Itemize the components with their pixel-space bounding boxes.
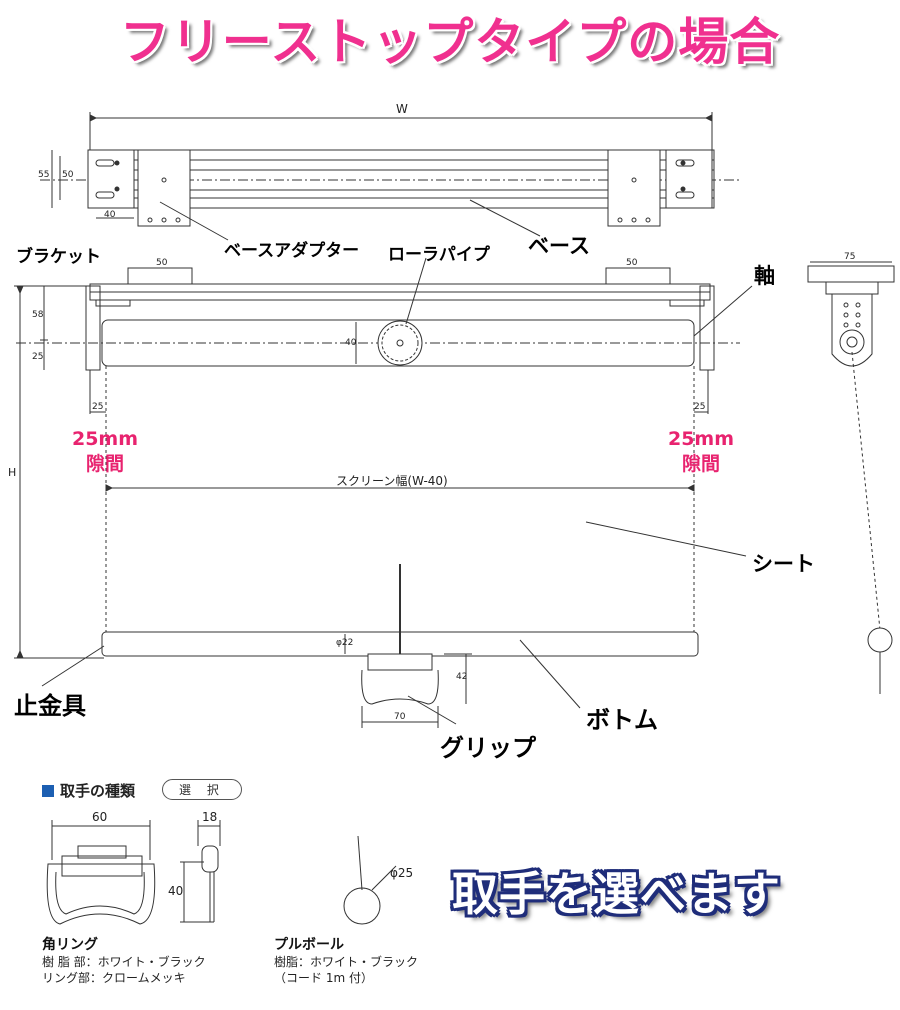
base-rail-top-view [40, 112, 740, 241]
dim-50: 50 [62, 170, 74, 180]
gap-left-label: 隙間 [85, 453, 124, 475]
dim-55: 55 [38, 170, 50, 180]
pull-ball-drawing [343, 835, 397, 925]
dim-pipe-40: 40 [345, 338, 357, 348]
square-ring-line2: リング部：クロームメッキ [42, 971, 186, 985]
dim-w: W [396, 102, 408, 116]
gap-right-label: 隙間 [681, 453, 720, 475]
dim-side-58: 58 [32, 310, 44, 320]
callout-grip: グリップ [440, 734, 536, 762]
front-view [14, 257, 753, 728]
callout-sheet: シート [752, 552, 815, 576]
callout-bracket: ブラケット [16, 247, 101, 267]
pull-ball-line2: （コード 1m 付） [274, 971, 373, 985]
square-ring-info: 角リング 樹 脂 部：ホワイト・ブラック リング部：クロームメッキ [42, 934, 206, 986]
square-ring-line1: 樹 脂 部：ホワイト・ブラック [42, 955, 206, 969]
select-tag: 選 択 [162, 779, 242, 800]
dim-grip-70: 70 [394, 712, 406, 722]
dim-offset-right: 25 [694, 402, 706, 412]
dim-screen-width: スクリーン幅(W-40) [336, 474, 448, 488]
callout-base: ベース [528, 234, 590, 258]
dim-grip-42: 42 [456, 672, 468, 682]
ring-dim-depth: 18 [202, 810, 218, 824]
side-view [807, 261, 895, 694]
pull-ball-name: プルボール [274, 937, 344, 953]
gap-left: 25mm 隙間 [70, 427, 140, 477]
dim-offset-left: 25 [92, 402, 104, 412]
handle-types-heading: 取手の種類 [42, 780, 135, 801]
dim-side-75: 75 [844, 252, 856, 262]
callout-base-adapter: ベースアダプター [224, 241, 360, 261]
choose-handle-banner: 取手を選べます [452, 867, 781, 921]
pull-ball-line1: 樹脂：ホワイト・ブラック [274, 955, 419, 969]
ball-dim-diameter: φ25 [390, 866, 414, 880]
callout-roller-pipe: ローラパイプ [388, 245, 490, 265]
dim-h: H [8, 466, 17, 479]
square-ring-drawing [46, 820, 221, 925]
handle-types-heading-text: 取手の種類 [60, 782, 136, 800]
page-title: フリーストップタイプの場合 [119, 13, 781, 71]
square-ring-name: 角リング [42, 937, 98, 953]
dim-adapter-right: 50 [626, 258, 638, 268]
heading-square-icon [42, 785, 54, 797]
dim-phi22: φ22 [336, 638, 354, 648]
pull-ball-info: プルボール 樹脂：ホワイト・ブラック （コード 1m 付） [274, 934, 418, 986]
gap-left-size: 25mm [71, 428, 139, 450]
ring-dim-height: 40 [168, 884, 184, 898]
dim-side-25: 25 [32, 352, 44, 362]
callout-bottom: ボトム [586, 706, 658, 734]
gap-right-size: 25mm [667, 428, 735, 450]
dim-40: 40 [104, 210, 116, 220]
dim-adapter-left: 50 [156, 258, 168, 268]
callout-shaft: 軸 [754, 264, 775, 288]
callout-stopper: 止金具 [14, 692, 86, 720]
gap-right: 25mm 隙間 [666, 427, 736, 477]
ring-dim-width: 60 [92, 810, 108, 824]
